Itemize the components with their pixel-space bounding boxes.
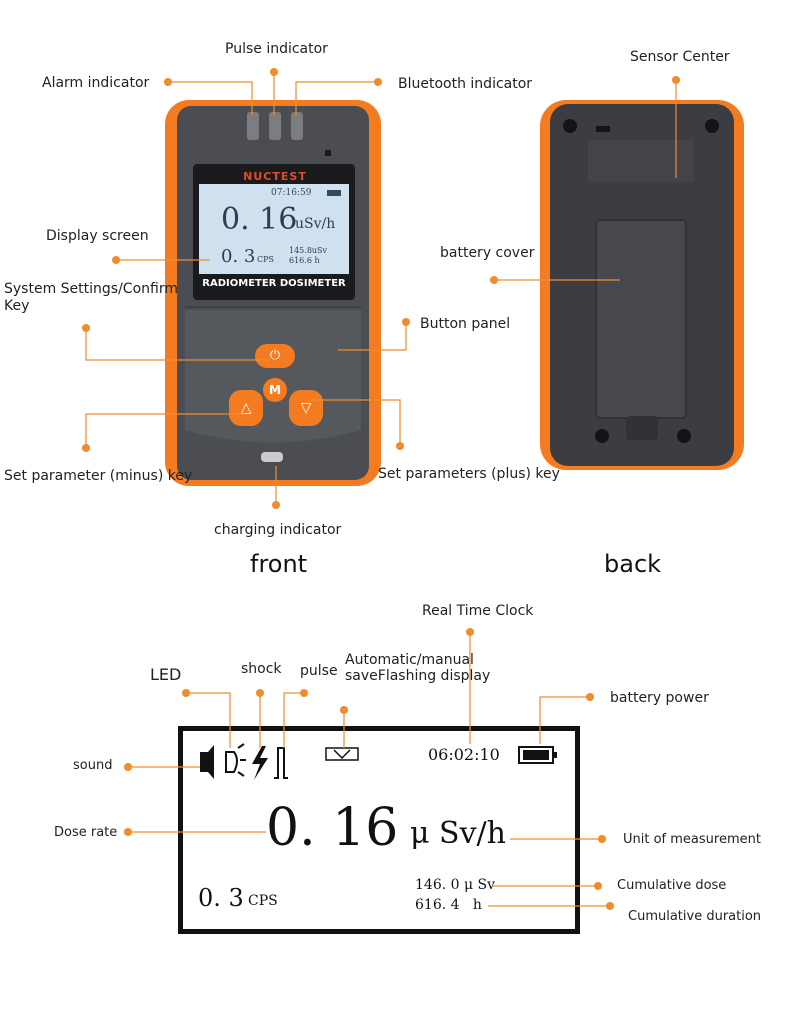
label-unit-of-measurement: Unit of measurement [623, 832, 761, 847]
label-auto-line2: saveFlashing display [345, 668, 491, 684]
front-caption: front [250, 550, 308, 578]
lcd-dose-rate: 0. 16 [266, 798, 399, 858]
lcd-cumulative: 146. 0 μ Sv [415, 877, 496, 893]
back-caption: back [604, 550, 662, 578]
label-battery-cover: battery cover [440, 245, 535, 261]
label-sensor-center: Sensor Center [630, 49, 730, 65]
label-plus-key: Set parameters (plus) key [378, 466, 560, 482]
label-settings-line1: System Settings/Confirm [4, 281, 178, 297]
brand-logo: NUCTEST [243, 170, 307, 183]
label-pulse: pulse [300, 663, 338, 679]
device-battery-icon [327, 190, 341, 196]
minus-button[interactable]: △ [229, 390, 263, 426]
power-button[interactable]: ⏻ [255, 344, 295, 368]
label-cumulative-duration: Cumulative duration [628, 909, 762, 924]
pulse-icon [274, 747, 288, 779]
label-dose-rate: Dose rate [54, 825, 118, 840]
front-device: NUCTEST 07:16:59 0. 16 uSv/h 0. 3 CPS 14… [165, 100, 381, 486]
label-cumulative-dose: Cumulative dose [617, 878, 727, 893]
label-bluetooth-indicator: Bluetooth indicator [398, 76, 533, 92]
label-display-screen: Display screen [46, 228, 149, 244]
front-device-body [165, 100, 381, 486]
label-sound: sound [73, 758, 113, 773]
label-button-panel: Button panel [420, 316, 511, 332]
mode-button[interactable]: M [263, 378, 287, 402]
device-cps: 0. 3 [221, 246, 256, 267]
label-minus-key: Set parameter (minus) key [4, 468, 193, 484]
lcd-unit: μ Sv/h [410, 816, 506, 851]
label-pulse-indicator: Pulse indicator [225, 41, 328, 57]
back-device [540, 100, 744, 470]
label-battery-power: battery power [610, 690, 709, 706]
label-charging-indicator: charging indicator [214, 522, 342, 538]
lcd-time: 06:02:10 [428, 745, 500, 764]
device-model: RADIOMETER DOSIMETER [202, 278, 346, 289]
lcd-cps-unit: CPS [248, 893, 278, 909]
flash-display-icon [325, 747, 359, 761]
label-led: LED [150, 665, 182, 684]
label-alarm-indicator: Alarm indicator [42, 75, 150, 91]
plus-button[interactable]: ▽ [289, 390, 323, 426]
device-cumulative: 145.8uSv [289, 246, 328, 255]
label-auto-line1: Automatic/manual [345, 652, 474, 668]
label-settings-line2: Key [4, 298, 30, 314]
device-unit: uSv/h [295, 216, 336, 232]
device-time: 07:16:59 [271, 188, 312, 198]
shock-icon [252, 746, 268, 780]
lcd-duration: 616. 4 h [415, 897, 482, 913]
sound-icon [200, 745, 214, 779]
device-dose-rate: 0. 16 [221, 202, 298, 237]
device-cps-unit: CPS [257, 255, 274, 264]
led-icon [225, 743, 246, 777]
back-device-body [540, 100, 744, 470]
label-real-time-clock: Real Time Clock [422, 603, 534, 619]
label-shock: shock [241, 661, 282, 677]
device-duration: 616.6 h [289, 256, 320, 265]
lcd-cps: 0. 3 [198, 884, 244, 912]
